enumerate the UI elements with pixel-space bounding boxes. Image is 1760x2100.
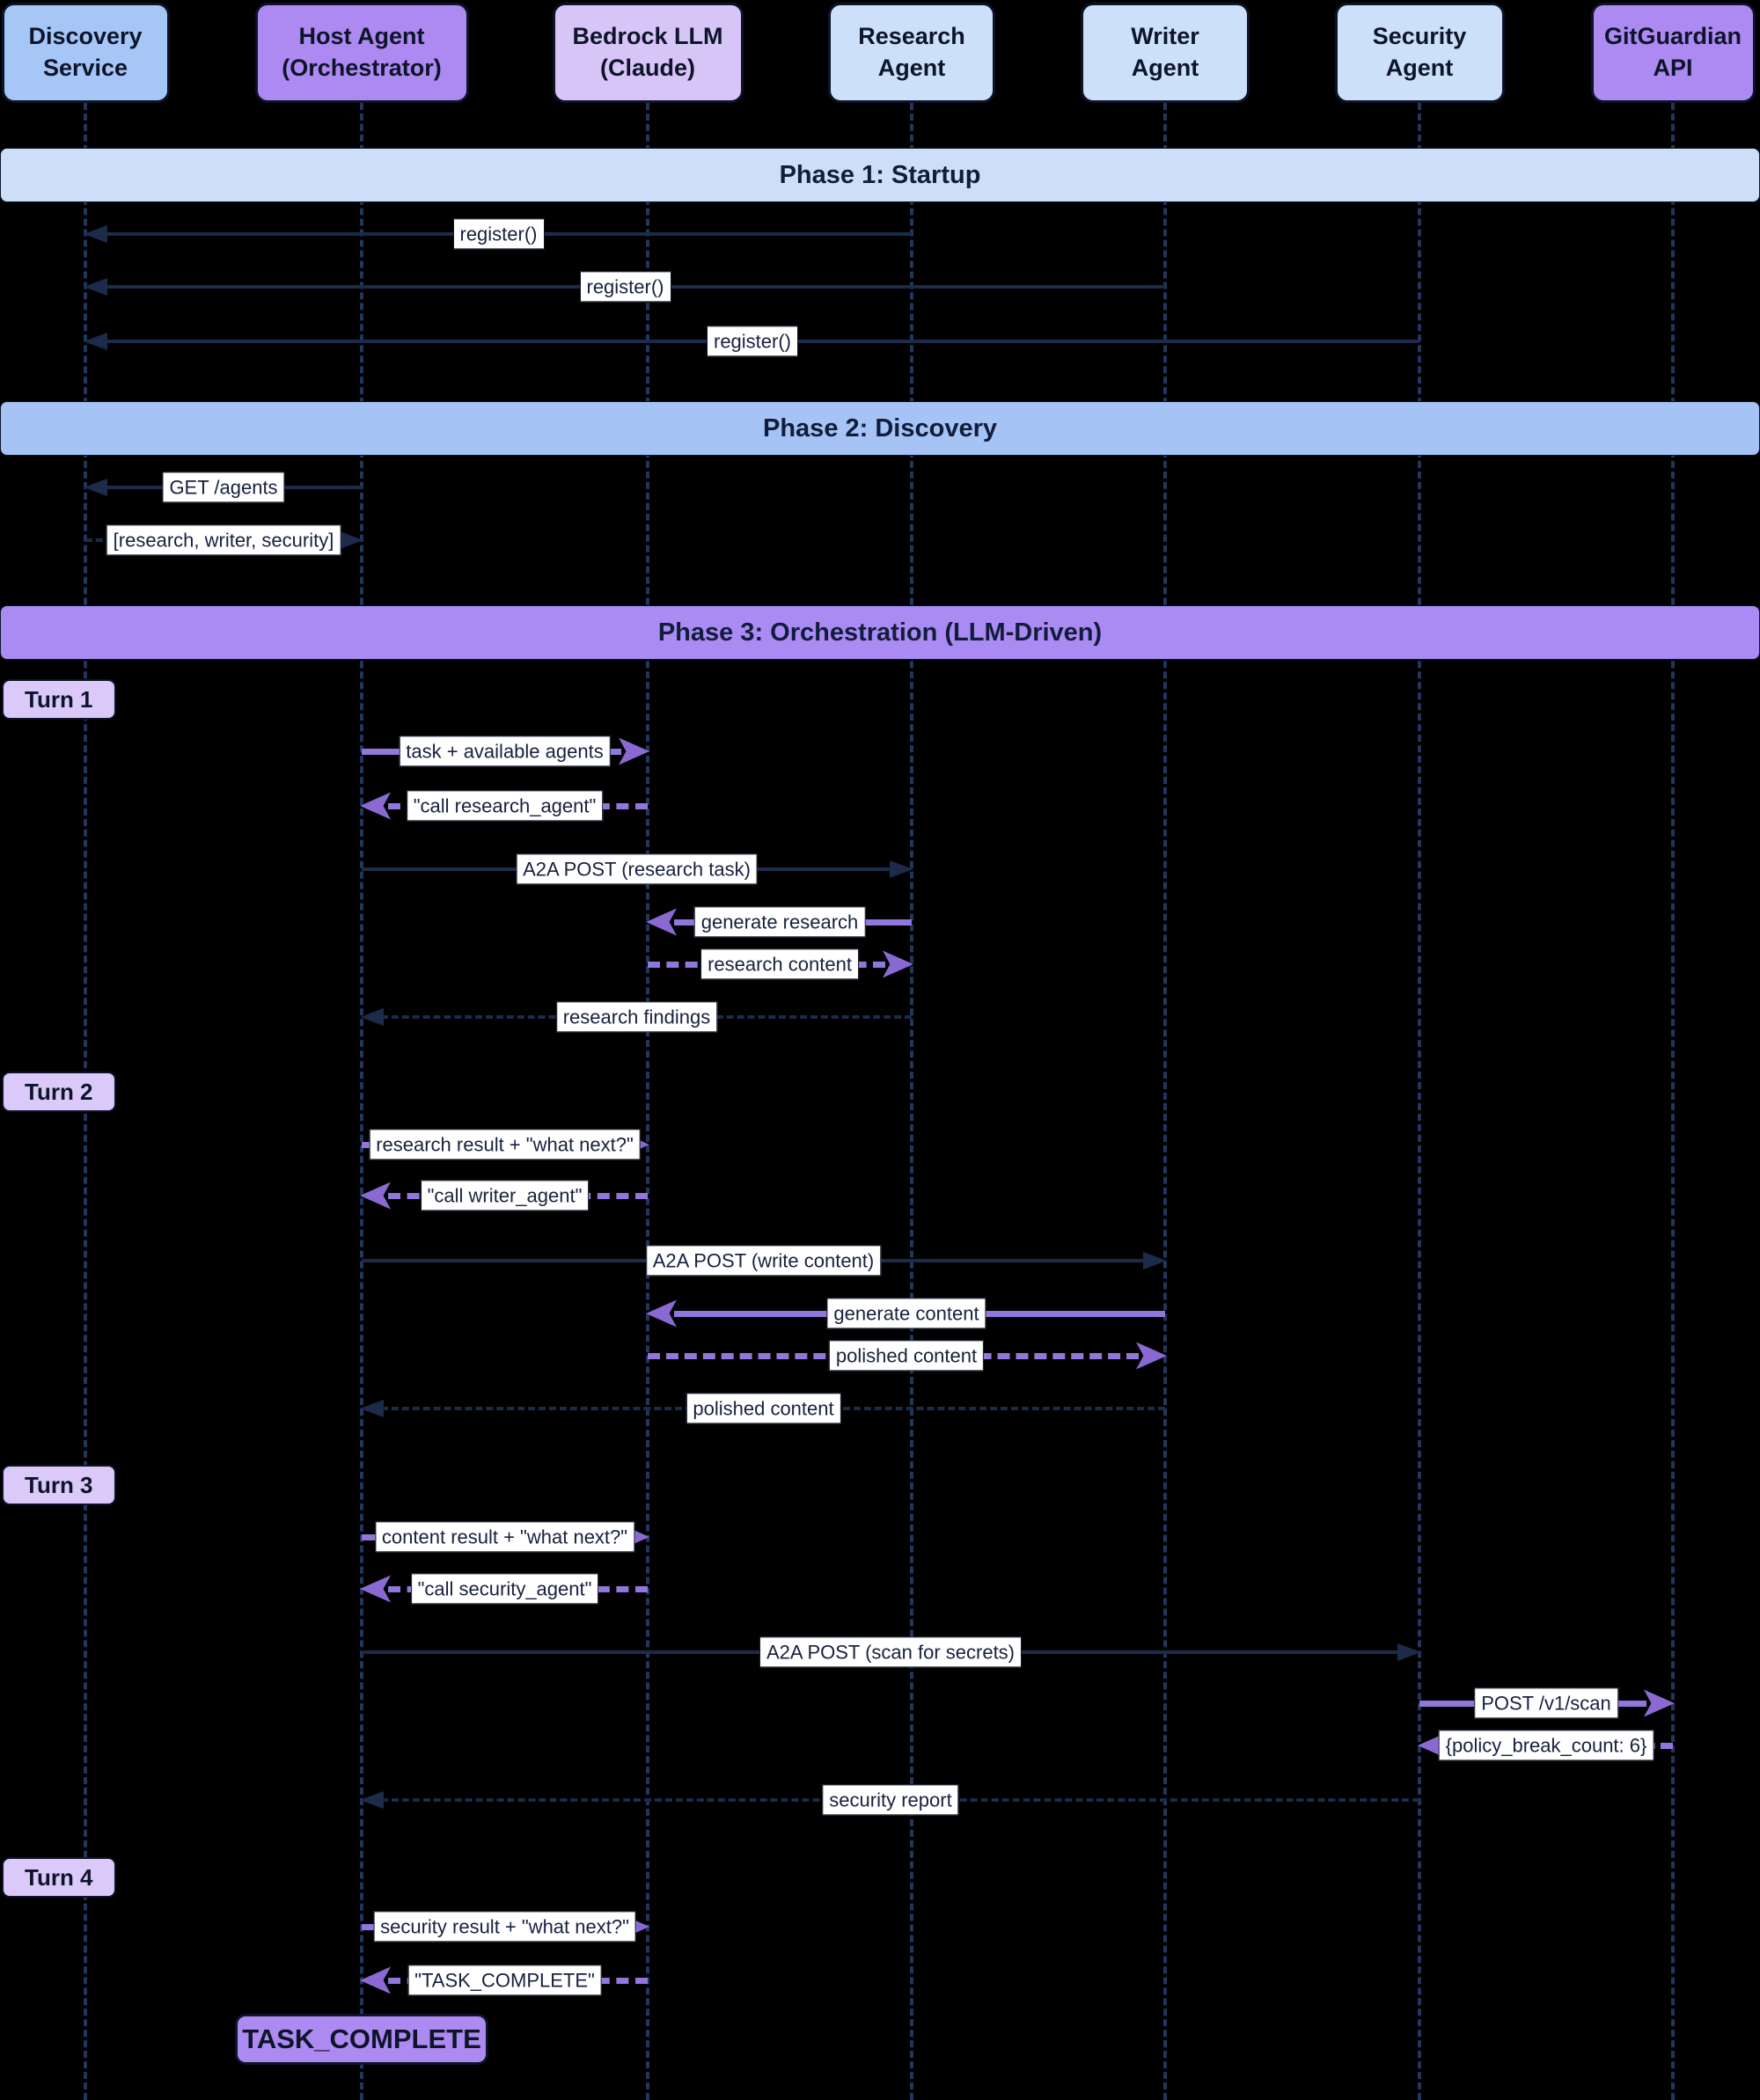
message-4: GET /agents — [84, 468, 362, 507]
lifeline-host-agent — [360, 103, 363, 2100]
message-label: research result + "what next?" — [369, 1129, 641, 1160]
message-label: generate content — [826, 1298, 986, 1329]
message-label: security result + "what next?" — [373, 1911, 636, 1943]
message-10: research content — [648, 945, 913, 984]
message-17: polished content — [360, 1389, 1165, 1428]
turn-label-text: Turn 4 — [25, 1863, 93, 1891]
message-12: research result + "what next?" — [362, 1125, 649, 1164]
message-3: register() — [84, 322, 1419, 361]
phase-band-3: Phase 3: Orchestration (LLM-Driven) — [0, 605, 1760, 660]
participant-bedrock-llm: Bedrock LLM (Claude) — [552, 3, 744, 103]
message-label: GET /agents — [162, 472, 285, 503]
participant-research-agent: Research Agent — [828, 3, 995, 103]
participant-host-agent: Host Agent (Orchestrator) — [254, 3, 469, 103]
message-label: {policy_break_count: 6} — [1438, 1730, 1654, 1761]
message-9: generate research — [646, 903, 912, 941]
participant-label: Research Agent — [858, 23, 965, 81]
message-label: "call writer_agent" — [420, 1180, 590, 1211]
participant-label: Security Agent — [1372, 23, 1467, 81]
participant-label: Writer Agent — [1131, 23, 1199, 81]
turn-label-3: Turn 3 — [2, 1465, 116, 1505]
participant-security-agent: Security Agent — [1334, 3, 1505, 103]
message-label: research content — [700, 948, 859, 980]
lifeline-security-agent — [1418, 103, 1421, 2100]
phase-band-1: Phase 1: Startup — [0, 148, 1760, 202]
message-21: POST /v1/scan — [1419, 1684, 1675, 1723]
turn-label-2: Turn 2 — [2, 1072, 116, 1112]
turn-label-text: Turn 1 — [25, 685, 93, 713]
message-label: polished content — [828, 1340, 985, 1372]
participant-label: Discovery Service — [28, 23, 143, 81]
message-label: "TASK_COMPLETE" — [407, 1965, 602, 1996]
participant-label: GitGuardian API — [1603, 23, 1742, 81]
message-19: "call security_agent" — [360, 1570, 648, 1608]
phase-title: Phase 2: Discovery — [763, 413, 997, 443]
participant-writer-agent: Writer Agent — [1081, 3, 1250, 103]
participant-gitguardian-api: GitGuardian API — [1590, 3, 1756, 103]
message-15: generate content — [646, 1294, 1165, 1333]
message-18: content result + "what next?" — [362, 1518, 649, 1556]
message-24: security result + "what next?" — [362, 1907, 649, 1946]
message-23: security report — [360, 1781, 1419, 1819]
message-11: research findings — [360, 998, 912, 1036]
phase-title: Phase 1: Startup — [779, 160, 981, 189]
message-label: register() — [579, 271, 671, 303]
message-label: [research, writer, security] — [106, 524, 341, 556]
message-2: register() — [84, 267, 1165, 306]
message-label: register() — [452, 218, 545, 250]
turn-label-4: Turn 4 — [2, 1857, 116, 1898]
message-label: A2A POST (write content) — [645, 1245, 882, 1277]
turn-label-1: Turn 1 — [2, 679, 116, 720]
participant-label: Bedrock LLM (Claude) — [572, 23, 723, 81]
message-label: A2A POST (research task) — [516, 853, 758, 885]
lifeline-research-agent — [910, 103, 913, 2100]
lifeline-gitguardian-api — [1671, 103, 1675, 2100]
message-label: "call security_agent" — [410, 1573, 599, 1605]
message-label: POST /v1/scan — [1474, 1687, 1618, 1719]
message-label: content result + "what next?" — [374, 1521, 635, 1553]
phase-title: Phase 3: Orchestration (LLM-Driven) — [657, 618, 1103, 647]
message-13: "call writer_agent" — [360, 1176, 648, 1215]
message-20: A2A POST (scan for secrets) — [362, 1633, 1421, 1672]
message-22: {policy_break_count: 6} — [1418, 1726, 1673, 1765]
message-25: "TASK_COMPLETE" — [360, 1961, 648, 2000]
participant-label: Host Agent (Orchestrator) — [282, 23, 442, 81]
note-label: TASK_COMPLETE — [242, 2023, 481, 2054]
message-label: research findings — [555, 1001, 718, 1033]
message-8: A2A POST (research task) — [362, 850, 913, 889]
participant-discovery-service: Discovery Service — [1, 3, 170, 103]
message-label: polished content — [686, 1393, 841, 1424]
message-7: "call research_agent" — [360, 787, 648, 825]
message-label: security report — [822, 1784, 959, 1816]
message-1: register() — [84, 215, 912, 253]
message-16: polished content — [648, 1336, 1167, 1375]
message-label: "call research_agent" — [406, 790, 604, 822]
message-label: register() — [706, 326, 799, 357]
phase-band-2: Phase 2: Discovery — [0, 401, 1760, 456]
turn-label-text: Turn 2 — [25, 1078, 93, 1105]
lifeline-bedrock-llm — [646, 103, 649, 2100]
lifeline-writer-agent — [1163, 103, 1167, 2100]
turn-label-text: Turn 3 — [25, 1471, 93, 1498]
message-label: A2A POST (scan for secrets) — [759, 1636, 1023, 1668]
message-14: A2A POST (write content) — [362, 1241, 1167, 1280]
task-complete-note: TASK_COMPLETE — [235, 2014, 488, 2065]
message-label: task + available agents — [399, 735, 611, 767]
message-5: [research, writer, security] — [85, 521, 363, 560]
message-label: generate research — [693, 906, 866, 938]
message-6: task + available agents — [362, 732, 649, 771]
